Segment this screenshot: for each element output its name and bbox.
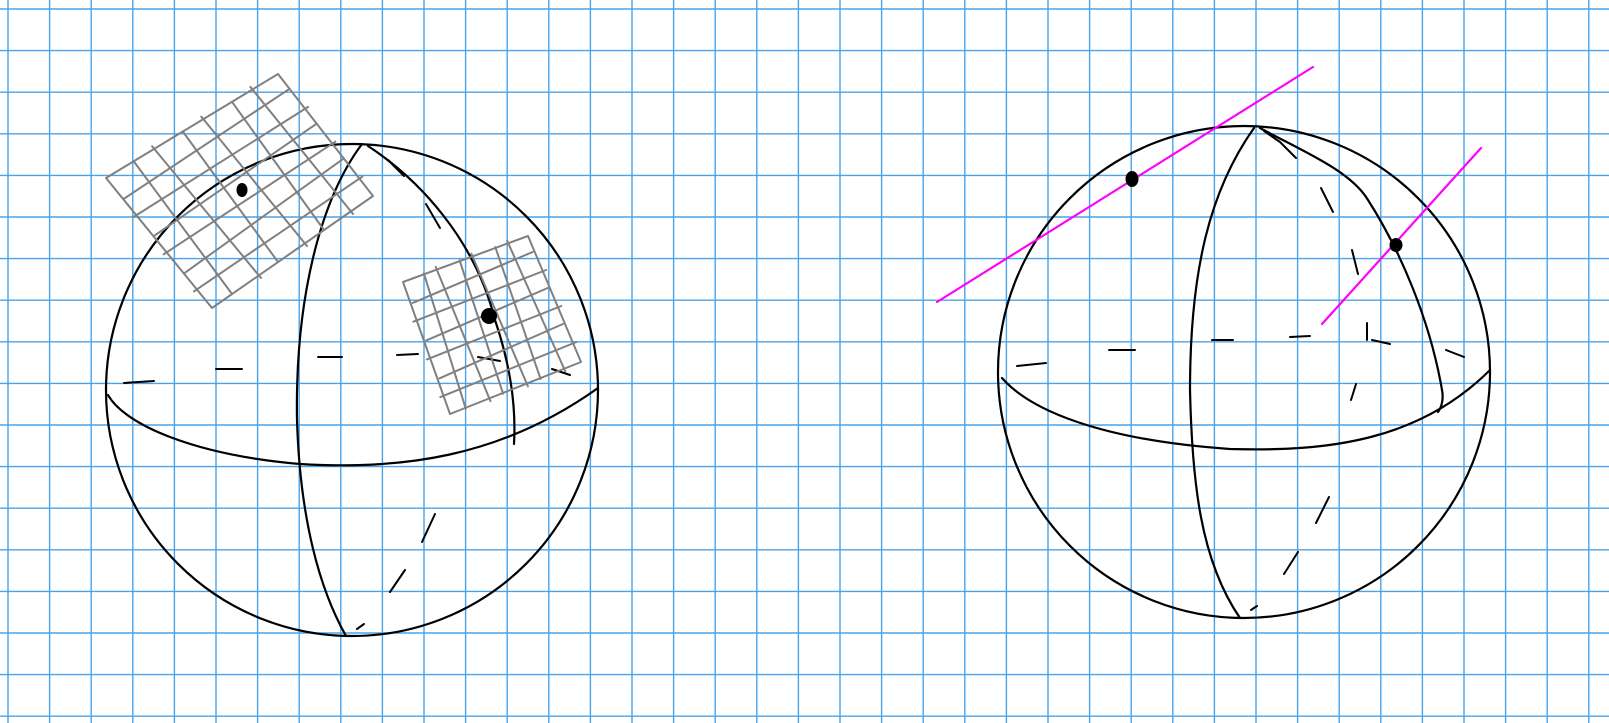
right-point-left — [1126, 171, 1139, 187]
left-point-top — [237, 183, 248, 197]
right-point-right — [1390, 238, 1403, 252]
left-point-right — [481, 308, 497, 324]
